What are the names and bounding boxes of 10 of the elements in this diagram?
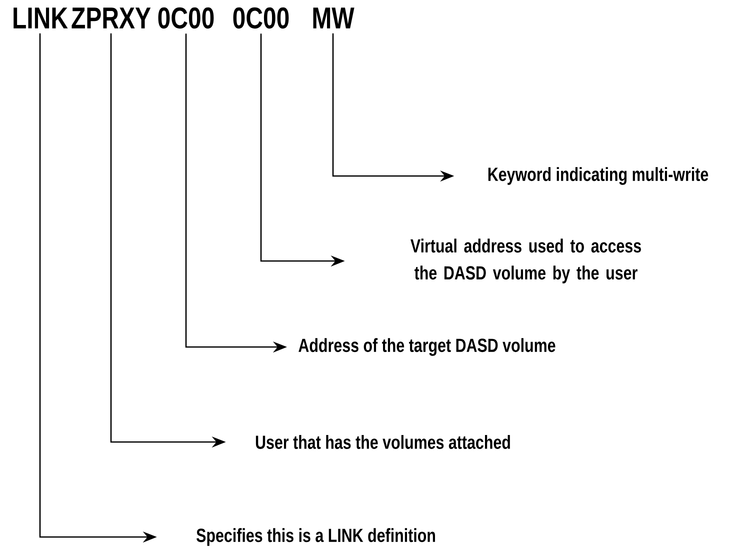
code-token: LINK xyxy=(14,8,68,28)
description-text: Address of the target DASD volume xyxy=(298,338,556,356)
code-token: 0C00 xyxy=(233,7,289,29)
code-token: MW xyxy=(313,8,354,28)
description-text: Virtual address used to access the DASD volume by the user xyxy=(410,238,641,284)
code-token: ZPRXY xyxy=(72,8,151,28)
description-text: Specifies this is a LINK definition xyxy=(196,528,435,546)
code-token: 0C00 xyxy=(158,7,214,29)
description-text: User that has the volumes attached xyxy=(256,435,510,449)
description-text: Keyword indicating multi-write xyxy=(488,167,708,185)
